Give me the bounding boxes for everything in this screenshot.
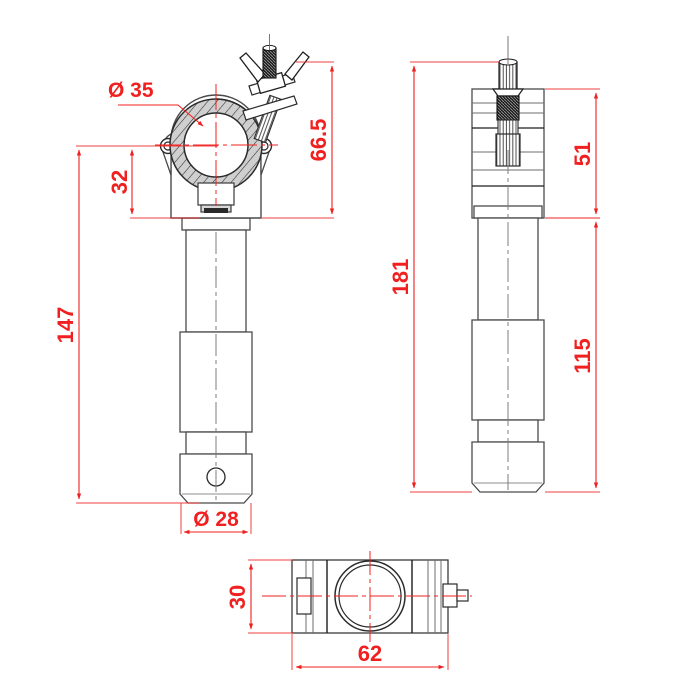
- top-view-centre-lines: [262, 551, 472, 642]
- dim-bore-diameter: Ø 35: [108, 79, 204, 127]
- dim-width-62: 62: [291, 634, 449, 670]
- dim-depth-30-label: 30: [225, 585, 250, 609]
- dim-head-51-label: 51: [570, 142, 595, 166]
- dim-depth-30: 30: [225, 559, 293, 634]
- dim-overall-147-label: 147: [53, 307, 78, 344]
- dim-clamp-66-5: 66.5: [262, 61, 335, 219]
- dim-overall-147: 147: [53, 145, 200, 504]
- dim-spigot-diameter-28: Ø 28: [180, 503, 252, 535]
- top-view: 30 62: [225, 551, 472, 670]
- dim-clamp-height-32: 32: [107, 145, 218, 219]
- side-view-screw-assembly: [491, 36, 525, 167]
- dim-spigot-115: 115: [545, 217, 600, 493]
- dim-bore-diameter-label: Ø 35: [108, 79, 154, 102]
- dim-spigot-115-label: 115: [570, 338, 595, 374]
- front-view: Ø 35 32 147 66.5: [53, 34, 335, 535]
- side-view: 181 51 115: [388, 36, 600, 493]
- dim-total-181: 181: [388, 61, 500, 493]
- front-view-spigot: [179, 217, 253, 504]
- front-view-wing-nut-assembly: [239, 34, 310, 144]
- dim-spigot-diameter-28-label: Ø 28: [193, 508, 239, 531]
- dim-total-181-label: 181: [388, 259, 413, 296]
- dim-clamp-height-32-label: 32: [107, 170, 132, 194]
- threaded-stud: [262, 47, 277, 79]
- clamp-jaw-plate: [242, 95, 298, 121]
- side-view-thread: [496, 95, 520, 121]
- dim-clamp-66-5-label: 66.5: [306, 119, 331, 162]
- dim-width-62-label: 62: [358, 641, 382, 666]
- front-view-centre-lines: [155, 84, 278, 500]
- wing-right: [284, 51, 310, 81]
